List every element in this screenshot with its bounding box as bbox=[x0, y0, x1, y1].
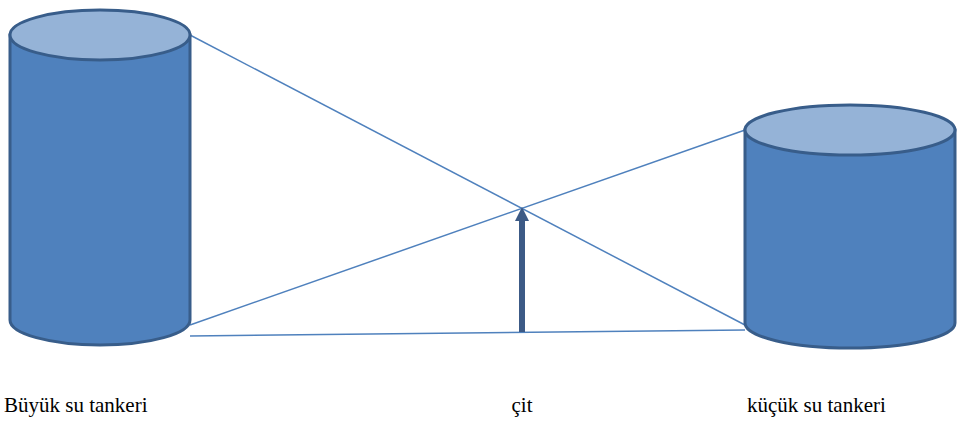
tank-label: küçük su tankeri bbox=[747, 393, 886, 418]
ground-line bbox=[190, 330, 745, 336]
tank-body bbox=[10, 35, 190, 345]
fence-post bbox=[519, 220, 525, 332]
big-tank bbox=[10, 10, 190, 345]
sight-line bbox=[190, 35, 745, 325]
fence-arrowhead bbox=[515, 207, 529, 221]
tank-body bbox=[745, 130, 955, 348]
small-tank bbox=[745, 105, 955, 348]
tank-label: Büyük su tankeri bbox=[4, 393, 147, 418]
fence-arrow bbox=[515, 207, 529, 332]
tank-top bbox=[745, 105, 955, 155]
sight-line bbox=[190, 130, 745, 325]
tank-label: çit bbox=[512, 393, 533, 418]
sight-lines bbox=[190, 35, 745, 336]
tank-top bbox=[10, 10, 190, 60]
